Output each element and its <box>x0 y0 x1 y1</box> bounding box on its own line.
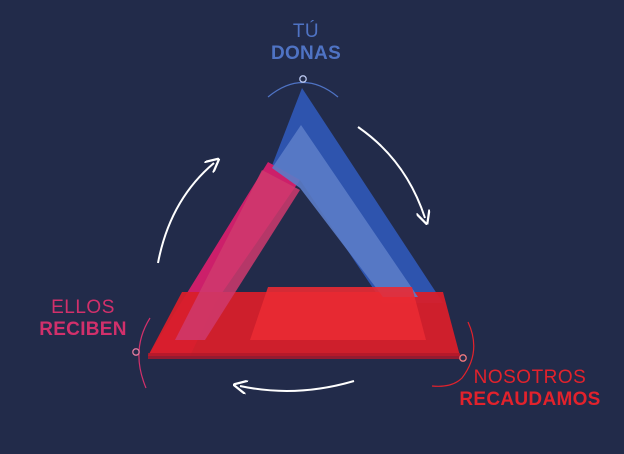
right-arc <box>431 321 475 387</box>
label-reciben: RECIBEN <box>39 319 127 340</box>
triangle-blue-band <box>272 125 418 297</box>
triangle-graphic <box>148 88 460 359</box>
top-node <box>299 75 307 83</box>
label-nosotros: NOSOTROS <box>473 367 587 388</box>
label-tu-donas: TÚ DONAS <box>250 22 362 63</box>
triangle-pink-band <box>175 170 300 340</box>
arrow-left-icon <box>157 163 214 264</box>
label-recaudamos: RECAUDAMOS <box>459 389 601 410</box>
label-tu: TÚ <box>292 21 320 42</box>
right-node <box>459 354 467 362</box>
arrow-right-icon <box>357 126 425 218</box>
label-ellos-reciben: ELLOS RECIBEN <box>18 298 148 339</box>
triangle-red-band <box>250 287 426 340</box>
label-ellos: ELLOS <box>51 297 115 318</box>
left-node <box>132 348 140 356</box>
label-nosotros-recaudamos: NOSOTROS RECAUDAMOS <box>440 368 620 409</box>
triangle-center-hole <box>270 222 327 283</box>
label-donas: DONAS <box>270 43 342 64</box>
arrow-bottom-icon <box>240 381 355 391</box>
